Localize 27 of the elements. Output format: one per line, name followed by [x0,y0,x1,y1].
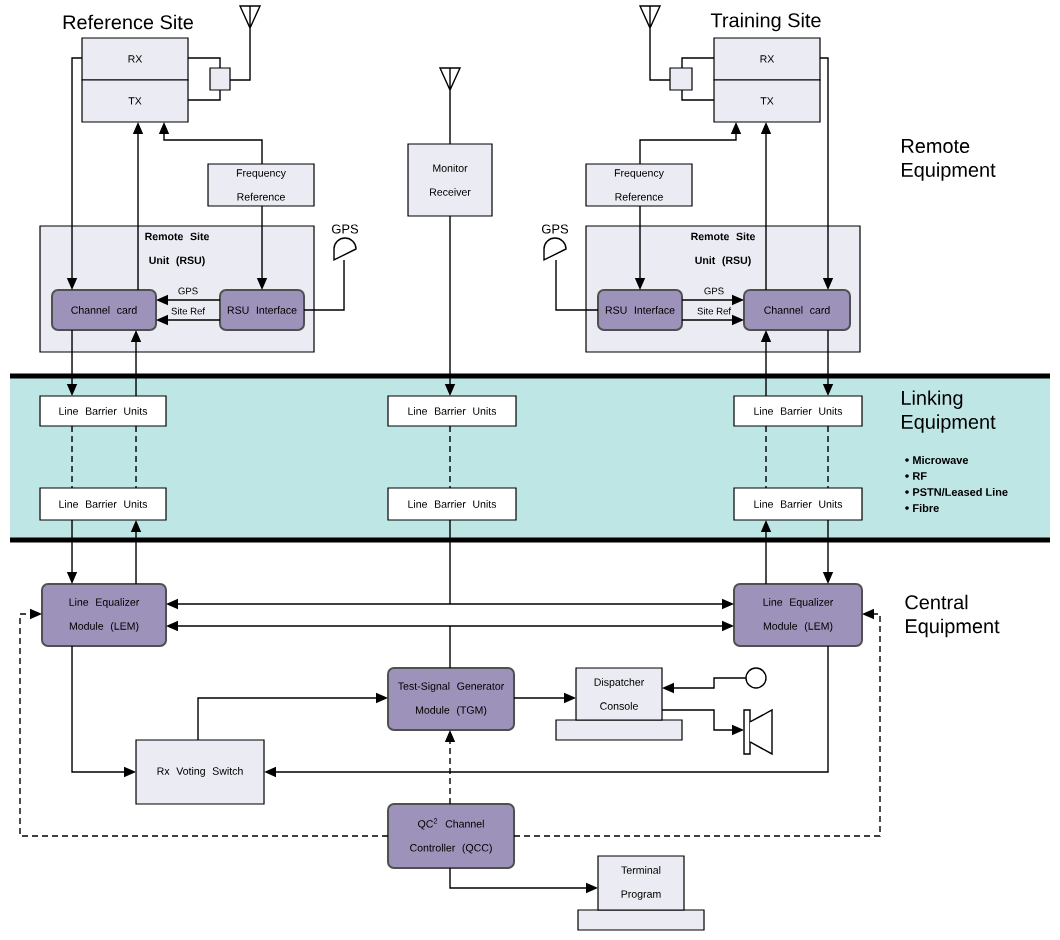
connector-line [187,89,221,101]
dashed-connector-line [765,425,767,489]
duplexer-box [209,67,231,91]
dashed-connector-line [827,425,829,489]
speaker-icon [743,708,773,756]
dashed-connector-line [135,425,137,489]
section-heading: Central Equipment [905,594,1000,638]
connector-line [649,59,671,81]
antenna-icon [639,5,662,61]
duplexer-box [669,67,693,91]
connector-line [555,259,599,311]
microphone-icon [745,667,767,689]
connector-line [681,57,715,69]
connector-line [303,259,345,311]
antenna-icon [239,5,262,61]
connector-line [229,59,251,81]
dashed-connector-line [449,425,451,489]
section-heading: Linking Equipment [902,390,996,433]
antenna-icon [439,67,462,117]
section-heading: Remote Equipment [902,139,996,181]
connector-line [449,115,451,145]
connector-line [681,89,715,101]
section-heading: Training Site [710,12,821,32]
dashed-connector-line [71,425,73,489]
section-heading: Reference Site [63,14,193,30]
connector-line [187,57,221,69]
dashed-arrow [19,608,389,837]
